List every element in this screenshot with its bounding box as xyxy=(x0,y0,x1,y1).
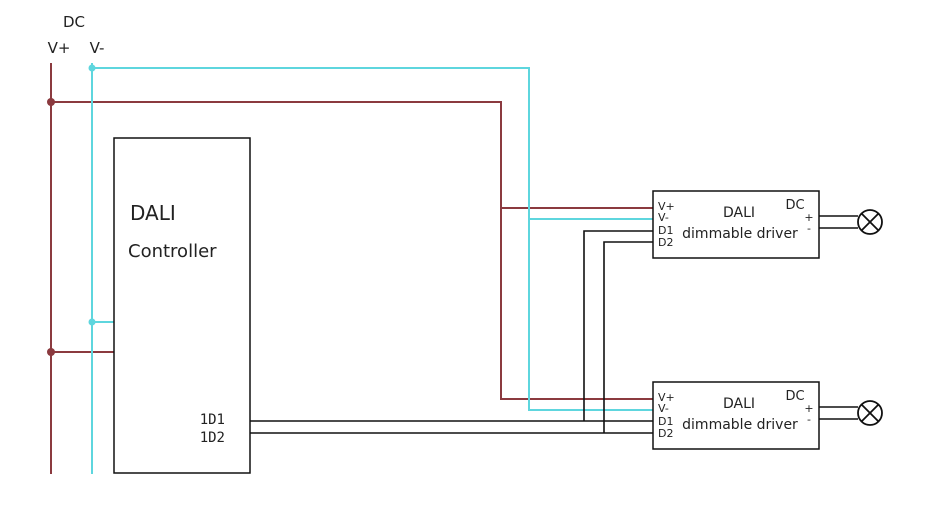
junction-dot xyxy=(47,348,55,356)
driver-minus-terminal: - xyxy=(807,413,811,426)
dc-supply-label: DC xyxy=(63,13,85,31)
driver-dc-label: DC xyxy=(785,198,804,213)
driver-dc-label: DC xyxy=(785,389,804,404)
controller-title: DALI xyxy=(130,201,176,225)
driver-d2-terminal: D2 xyxy=(658,236,673,249)
driver-plus-terminal: + xyxy=(804,402,813,415)
positive-junctions xyxy=(47,98,55,356)
lamp-cross-icon xyxy=(857,400,883,426)
positive-wires xyxy=(50,63,653,474)
driver-title: DALI xyxy=(723,396,755,412)
junction-dot xyxy=(47,98,55,106)
dali-d2-branch xyxy=(603,241,653,433)
controller-subtitle: Controller xyxy=(128,241,217,262)
dali-controller-box xyxy=(113,137,251,474)
dali-d1-branch xyxy=(583,230,653,421)
driver-output-wires xyxy=(819,215,858,229)
driver-subtitle: dimmable driver xyxy=(682,417,798,433)
lamp-cross-icon xyxy=(857,209,883,235)
dali-bus-wires xyxy=(250,230,653,434)
driver-title: DALI xyxy=(723,205,755,221)
driver-box xyxy=(652,190,820,259)
driver-d1-terminal: D1 xyxy=(658,224,673,237)
driver-2: V+ V- D1 D2 DALI dimmable driver DC + - xyxy=(652,381,883,450)
driver-d1-terminal: D1 xyxy=(658,415,673,428)
junction-dot xyxy=(88,64,96,72)
negative-feed-wire xyxy=(92,67,653,411)
v-minus-supply-label: V- xyxy=(90,39,105,57)
driver-1: V+ V- D1 D2 DALI dimmable driver DC + - xyxy=(652,190,883,259)
driver-v-plus-terminal: V+ xyxy=(658,200,675,213)
driver-v-minus-terminal: V- xyxy=(658,402,669,415)
controller-d2-terminal: 1D2 xyxy=(200,430,225,446)
negative-wires xyxy=(91,63,653,474)
driver-box xyxy=(652,381,820,450)
driver-minus-terminal: - xyxy=(807,222,811,235)
driver-plus-terminal: + xyxy=(804,211,813,224)
v-plus-supply-label: V+ xyxy=(48,39,71,57)
junction-dot xyxy=(88,318,96,326)
driver-output-wires xyxy=(819,406,858,420)
driver-v-plus-terminal: V+ xyxy=(658,391,675,404)
driver-v-minus-terminal: V- xyxy=(658,211,669,224)
driver-d2-terminal: D2 xyxy=(658,427,673,440)
negative-junctions xyxy=(88,64,96,326)
positive-feed-wire xyxy=(51,101,653,400)
controller-d1-terminal: 1D1 xyxy=(200,412,225,428)
driver-subtitle: dimmable driver xyxy=(682,226,798,242)
